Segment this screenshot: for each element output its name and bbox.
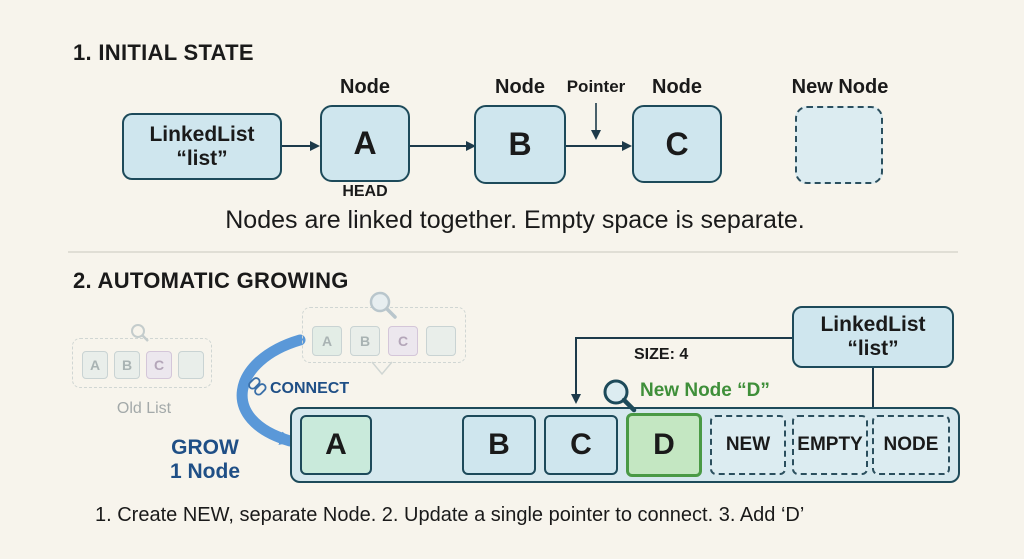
cell-a: A xyxy=(300,415,372,475)
head-label: HEAD xyxy=(342,183,388,200)
empty-cell-node: NODE xyxy=(872,415,950,475)
section-2-title: 2. AUTOMATIC GROWING xyxy=(73,268,349,293)
empty-cell-empty: EMPTY xyxy=(792,415,868,475)
old-cell-b: B xyxy=(114,351,140,379)
preview-cell-a: A xyxy=(312,326,342,356)
linkedlist-label: LinkedList xyxy=(149,122,255,146)
node-c-label: Node xyxy=(652,76,702,98)
cell-b: B xyxy=(462,415,536,475)
preview-cell-b: B xyxy=(350,326,380,356)
grow-label-line1: GROW xyxy=(171,436,239,459)
linkedlist-box-2: LinkedList “list” xyxy=(792,306,954,368)
empty-cell-new: NEW xyxy=(710,415,786,475)
grow-label-line2: 1 Node xyxy=(169,460,240,483)
new-node-d-label: New Node “D” xyxy=(640,380,770,401)
old-cell-a: A xyxy=(82,351,108,379)
list-pointer-line xyxy=(571,337,792,404)
node-a: A xyxy=(320,105,410,182)
section-1-title: 1. INITIAL STATE xyxy=(73,40,254,65)
cell-c: C xyxy=(544,415,618,475)
grow-arrow xyxy=(236,334,306,447)
pointer-label: Pointer xyxy=(566,77,626,96)
grow-label: GROW 1 Node xyxy=(160,436,250,484)
cell-d: D xyxy=(626,413,702,477)
linkedlist-box: LinkedList “list” xyxy=(122,113,282,180)
node-c: C xyxy=(632,105,722,183)
preview-bubble-tail xyxy=(371,361,393,376)
linkedlist-2-label: LinkedList xyxy=(820,313,926,336)
new-node-label: New Node xyxy=(791,76,889,98)
connect-label: CONNECT xyxy=(270,380,350,397)
old-list-label: Old List xyxy=(116,400,172,417)
new-node-empty xyxy=(795,106,883,184)
section-2-caption: 1. Create NEW, separate Node. 2. Update … xyxy=(95,504,805,526)
node-b: B xyxy=(474,105,566,184)
linkedlist-2-name: “list” xyxy=(847,337,899,360)
old-cell-c: C xyxy=(146,351,172,379)
size-label: SIZE: 4 xyxy=(634,346,689,363)
preview-cell-c: C xyxy=(388,326,418,356)
node-b-label: Node xyxy=(495,76,545,98)
old-list-frame xyxy=(72,338,212,388)
old-cell-empty xyxy=(178,351,204,379)
node-a-label: Node xyxy=(340,76,390,98)
linkedlist-name: “list” xyxy=(176,146,228,170)
section-1-caption: Nodes are linked together. Empty space i… xyxy=(225,206,805,234)
preview-cell-empty xyxy=(426,326,456,356)
